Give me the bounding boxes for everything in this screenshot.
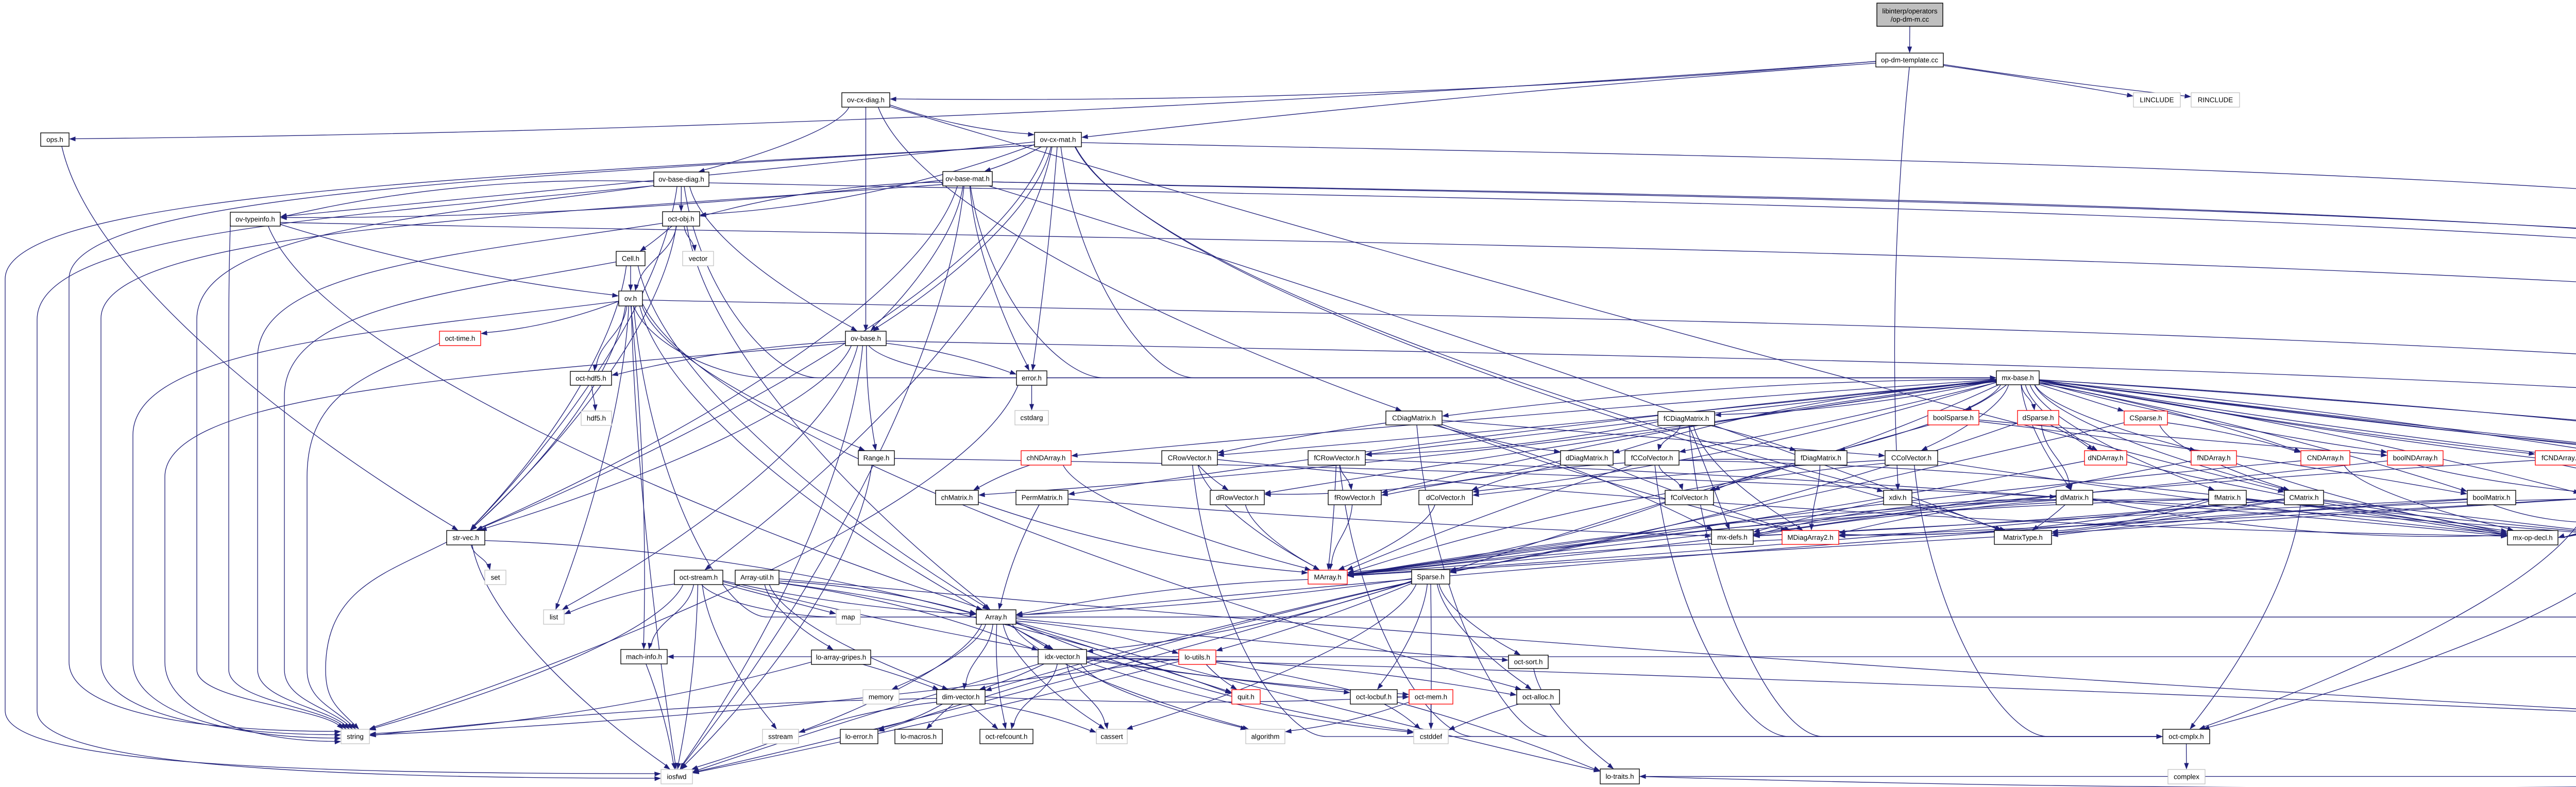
svg-text:CNDArray.h: CNDArray.h bbox=[2307, 454, 2344, 462]
svg-text:hdf5.h: hdf5.h bbox=[587, 415, 606, 422]
svg-text:memory: memory bbox=[869, 693, 894, 701]
svg-text:oct-alloc.h: oct-alloc.h bbox=[1522, 693, 1554, 701]
svg-text:lo-error.h: lo-error.h bbox=[845, 733, 873, 741]
svg-text:ov-cx-mat.h: ov-cx-mat.h bbox=[1040, 136, 1076, 144]
svg-text:fNDArray.h: fNDArray.h bbox=[2197, 454, 2230, 462]
svg-text:ov-typeinfo.h: ov-typeinfo.h bbox=[235, 215, 275, 223]
svg-text:mx-defs.h: mx-defs.h bbox=[1717, 534, 1748, 541]
svg-text:set: set bbox=[491, 574, 500, 581]
svg-text:ov.h: ov.h bbox=[624, 295, 637, 302]
svg-text:mx-op-decl.h: mx-op-decl.h bbox=[2513, 534, 2552, 542]
svg-text:chNDArray.h: chNDArray.h bbox=[1027, 454, 1066, 462]
svg-text:error.h: error.h bbox=[1022, 374, 1042, 382]
svg-text:map: map bbox=[841, 613, 855, 621]
svg-text:fCRowVector.h: fCRowVector.h bbox=[1314, 454, 1360, 462]
svg-text:CSparse.h: CSparse.h bbox=[2129, 414, 2162, 422]
svg-text:oct-stream.h: oct-stream.h bbox=[680, 574, 718, 581]
svg-text:oct-refcount.h: oct-refcount.h bbox=[986, 733, 1028, 741]
svg-text:ops.h: ops.h bbox=[46, 136, 63, 144]
svg-text:oct-cmplx.h: oct-cmplx.h bbox=[2168, 733, 2204, 741]
svg-text:op-dm-template.cc: op-dm-template.cc bbox=[1881, 56, 1938, 64]
svg-text:quit.h: quit.h bbox=[1238, 693, 1255, 701]
svg-text:dNDArray.h: dNDArray.h bbox=[2088, 454, 2124, 462]
svg-text:lo-traits.h: lo-traits.h bbox=[1605, 773, 1634, 780]
svg-text:oct-obj.h: oct-obj.h bbox=[668, 215, 694, 223]
svg-text:oct-hdf5.h: oct-hdf5.h bbox=[575, 374, 606, 382]
svg-text:mx-base.h: mx-base.h bbox=[2002, 374, 2034, 382]
svg-text:fCNDArray.h: fCNDArray.h bbox=[2541, 454, 2576, 462]
svg-text:vector: vector bbox=[689, 255, 708, 263]
svg-text:fRowVector.h: fRowVector.h bbox=[1334, 494, 1375, 502]
svg-text:libinterp/operators: libinterp/operators bbox=[1882, 7, 1937, 15]
svg-text:PermMatrix.h: PermMatrix.h bbox=[1022, 494, 1063, 502]
svg-text:Cell.h: Cell.h bbox=[622, 255, 639, 263]
svg-text:dSparse.h: dSparse.h bbox=[2022, 414, 2054, 422]
svg-text:Array-util.h: Array-util.h bbox=[740, 574, 774, 581]
svg-text:cstddef: cstddef bbox=[1420, 733, 1442, 741]
svg-text:xdiv.h: xdiv.h bbox=[1889, 494, 1907, 502]
svg-text:dColVector.h: dColVector.h bbox=[1426, 494, 1465, 502]
svg-text:ov-base.h: ov-base.h bbox=[851, 335, 881, 343]
svg-text:fDiagMatrix.h: fDiagMatrix.h bbox=[1801, 454, 1841, 462]
svg-text:RINCLUDE: RINCLUDE bbox=[2198, 96, 2233, 104]
svg-text:CDiagMatrix.h: CDiagMatrix.h bbox=[1392, 414, 1436, 422]
svg-text:oct-locbuf.h: oct-locbuf.h bbox=[1356, 693, 1392, 701]
svg-text:dim-vector.h: dim-vector.h bbox=[942, 693, 980, 701]
svg-text:/op-dm-m.cc: /op-dm-m.cc bbox=[1891, 15, 1929, 23]
svg-text:ov-cx-diag.h: ov-cx-diag.h bbox=[847, 96, 885, 104]
svg-text:ov-base-mat.h: ov-base-mat.h bbox=[945, 175, 990, 183]
svg-text:fCColVector.h: fCColVector.h bbox=[1631, 454, 1673, 462]
svg-text:complex: complex bbox=[2174, 773, 2199, 781]
svg-text:fCDiagMatrix.h: fCDiagMatrix.h bbox=[1664, 415, 1709, 422]
svg-text:Array.h: Array.h bbox=[985, 613, 1007, 621]
svg-text:lo-macros.h: lo-macros.h bbox=[901, 733, 937, 741]
svg-text:sstream: sstream bbox=[768, 733, 793, 741]
svg-text:iosfwd: iosfwd bbox=[667, 773, 687, 781]
svg-text:lo-array-gripes.h: lo-array-gripes.h bbox=[816, 654, 867, 661]
svg-text:string: string bbox=[347, 733, 364, 741]
svg-text:ov-base-diag.h: ov-base-diag.h bbox=[658, 176, 704, 183]
svg-text:CColVector.h: CColVector.h bbox=[1891, 454, 1931, 462]
svg-text:lo-utils.h: lo-utils.h bbox=[1184, 654, 1210, 661]
svg-text:cstdarg: cstdarg bbox=[1021, 414, 1043, 422]
svg-text:mach-info.h: mach-info.h bbox=[626, 653, 662, 661]
svg-text:dDiagMatrix.h: dDiagMatrix.h bbox=[1566, 454, 1608, 462]
svg-text:fMatrix.h: fMatrix.h bbox=[2214, 494, 2241, 502]
svg-text:Sparse.h: Sparse.h bbox=[1417, 573, 1445, 581]
svg-text:MArray.h: MArray.h bbox=[1314, 573, 1341, 581]
svg-text:Range.h: Range.h bbox=[863, 454, 890, 462]
svg-text:fColVector.h: fColVector.h bbox=[1671, 494, 1708, 502]
svg-text:chMatrix.h: chMatrix.h bbox=[941, 494, 973, 502]
svg-text:idx-vector.h: idx-vector.h bbox=[1045, 653, 1080, 661]
svg-text:dRowVector.h: dRowVector.h bbox=[1216, 494, 1259, 502]
svg-text:oct-mem.h: oct-mem.h bbox=[1415, 693, 1447, 701]
svg-text:list: list bbox=[550, 613, 558, 621]
svg-text:algorithm: algorithm bbox=[1251, 733, 1279, 741]
svg-text:oct-time.h: oct-time.h bbox=[445, 335, 476, 343]
svg-text:boolNDArray.h: boolNDArray.h bbox=[2393, 454, 2438, 462]
svg-text:CMatrix.h: CMatrix.h bbox=[2289, 494, 2318, 502]
svg-text:oct-sort.h: oct-sort.h bbox=[1514, 658, 1543, 666]
svg-text:boolMatrix.h: boolMatrix.h bbox=[2473, 494, 2511, 502]
svg-text:LINCLUDE: LINCLUDE bbox=[2140, 96, 2174, 104]
svg-text:boolSparse.h: boolSparse.h bbox=[1933, 414, 1974, 422]
svg-text:MatrixType.h: MatrixType.h bbox=[2003, 534, 2043, 541]
svg-text:dMatrix.h: dMatrix.h bbox=[2060, 494, 2089, 502]
svg-text:str-vec.h: str-vec.h bbox=[452, 534, 479, 542]
svg-text:cassert: cassert bbox=[1100, 733, 1123, 741]
svg-text:CRowVector.h: CRowVector.h bbox=[1168, 454, 1212, 462]
svg-text:MDiagArray2.h: MDiagArray2.h bbox=[1787, 534, 1833, 541]
